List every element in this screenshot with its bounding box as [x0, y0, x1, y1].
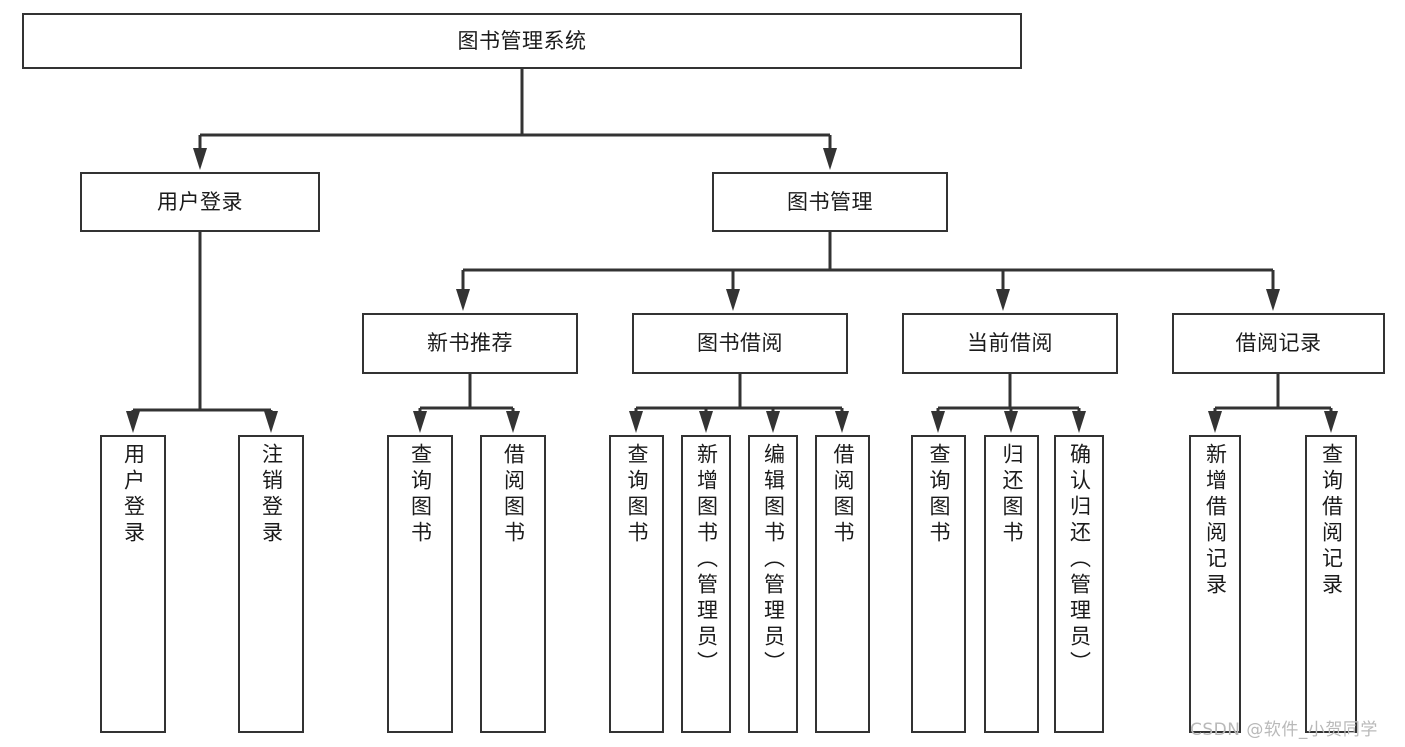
node-label: 查询借阅记录: [1319, 443, 1344, 599]
watermark-text: CSDN @软件_小贺同学: [1190, 720, 1378, 740]
node-leaf-query-book-rec[interactable]: 查询图书: [387, 435, 453, 733]
arrowhead-icon: [699, 411, 713, 433]
node-label: 编辑图书（管理员）: [761, 443, 786, 677]
node-leaf-query-record[interactable]: 查询借阅记录: [1305, 435, 1357, 733]
node-label: 图书管理系统: [457, 28, 587, 53]
node-label: 当前借阅: [967, 331, 1053, 356]
arrowhead-icon: [1266, 289, 1280, 311]
arrowhead-icon: [996, 289, 1010, 311]
node-label: 图书借阅: [697, 331, 783, 356]
node-label: 查询图书: [625, 443, 649, 547]
node-leaf-add-record[interactable]: 新增借阅记录: [1189, 435, 1241, 733]
arrowhead-icon: [1004, 411, 1018, 433]
node-label: 借阅记录: [1235, 331, 1322, 356]
arrowhead-icon: [506, 411, 520, 433]
arrowhead-icon: [264, 411, 278, 433]
node-label: 新增借阅记录: [1203, 443, 1228, 599]
arrowhead-icon: [193, 148, 207, 170]
edge-paths: [126, 69, 1338, 433]
arrowhead-icon: [456, 289, 470, 311]
node-label: 用户登录: [157, 189, 243, 214]
arrowhead-icon: [1072, 411, 1086, 433]
arrowhead-icon: [1324, 411, 1338, 433]
node-label: 借阅图书: [501, 443, 526, 547]
arrowhead-icon: [126, 411, 140, 433]
node-label: 确认归还（管理员）: [1067, 443, 1092, 677]
node-label: 查询图书: [408, 443, 433, 547]
arrowhead-icon: [413, 411, 427, 433]
node-leaf-query-book-borrow[interactable]: 查询图书: [609, 435, 664, 733]
node-leaf-user-login[interactable]: 用户登录: [100, 435, 166, 733]
node-label: 借阅图书: [831, 443, 855, 547]
arrowhead-icon: [823, 148, 837, 170]
arrowhead-icon: [629, 411, 643, 433]
node-label: 归还图书: [1000, 443, 1024, 547]
node-leaf-borrow-book-rec[interactable]: 借阅图书: [480, 435, 546, 733]
node-label: 图书管理: [787, 189, 873, 214]
node-leaf-confirm-return[interactable]: 确认归还（管理员）: [1054, 435, 1104, 733]
node-current-borrow[interactable]: 当前借阅: [902, 313, 1118, 374]
node-user-login[interactable]: 用户登录: [80, 172, 320, 232]
arrowhead-icon: [726, 289, 740, 311]
node-label: 新书推荐: [427, 331, 513, 356]
arrowhead-icon: [1208, 411, 1222, 433]
node-leaf-borrow-book[interactable]: 借阅图书: [815, 435, 870, 733]
node-leaf-edit-book[interactable]: 编辑图书（管理员）: [748, 435, 798, 733]
node-new-book-recommend[interactable]: 新书推荐: [362, 313, 578, 374]
node-leaf-add-book[interactable]: 新增图书（管理员）: [681, 435, 731, 733]
node-label: 注销登录: [259, 443, 284, 547]
node-root[interactable]: 图书管理系统: [22, 13, 1022, 69]
node-leaf-query-book-cur[interactable]: 查询图书: [911, 435, 966, 733]
arrowhead-icon: [766, 411, 780, 433]
node-borrow-record[interactable]: 借阅记录: [1172, 313, 1385, 374]
node-book-manage[interactable]: 图书管理: [712, 172, 948, 232]
node-leaf-user-logout[interactable]: 注销登录: [238, 435, 304, 733]
node-label: 新增图书（管理员）: [694, 443, 719, 677]
node-label: 用户登录: [121, 443, 146, 547]
node-label: 查询图书: [927, 443, 951, 547]
node-leaf-return-book[interactable]: 归还图书: [984, 435, 1039, 733]
arrowhead-icon: [835, 411, 849, 433]
arrowhead-icon: [931, 411, 945, 433]
node-book-borrow[interactable]: 图书借阅: [632, 313, 848, 374]
